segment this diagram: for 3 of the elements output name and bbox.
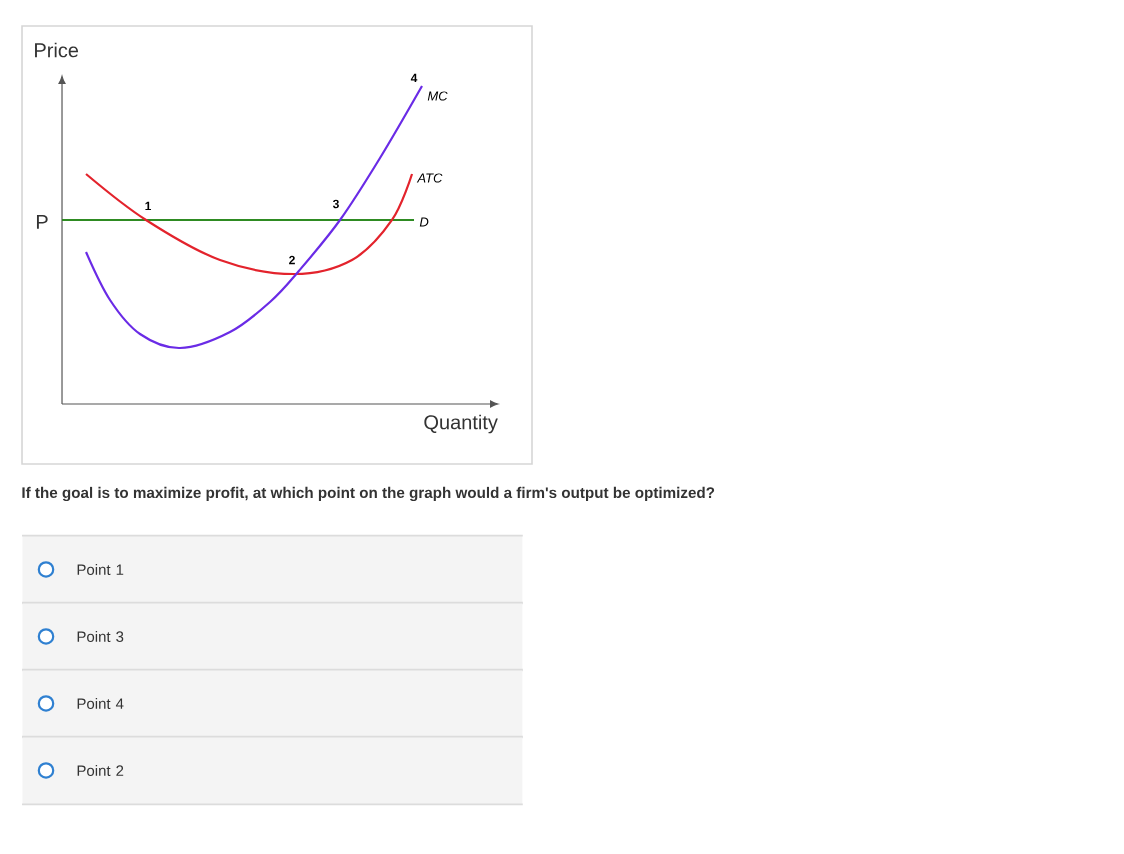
axis-label: Price [35,42,79,58]
axis-label: P [36,215,48,229]
axis-label: Quantity [424,414,498,434]
